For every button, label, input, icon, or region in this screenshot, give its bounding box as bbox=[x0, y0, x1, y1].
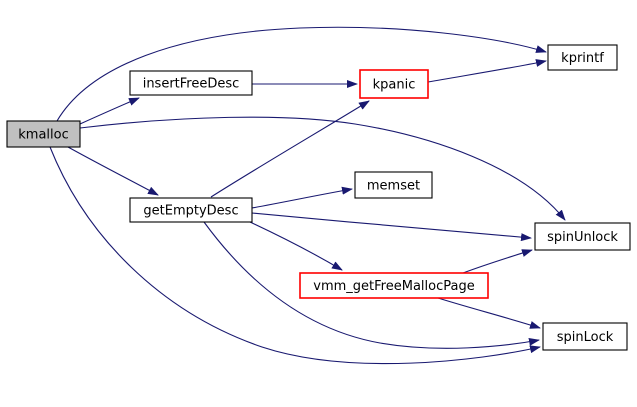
edge-getEmptyDesc-to-memset bbox=[251, 186, 353, 209]
node-kpanic[interactable]: kpanic bbox=[359, 69, 429, 99]
node-box-spinUnlock[interactable] bbox=[534, 222, 631, 251]
node-getEmptyDesc[interactable]: getEmptyDesc bbox=[129, 197, 253, 223]
edge-kmalloc-to-insertFreeDesc bbox=[79, 97, 140, 125]
edge-vmm_getFreeMallocPage-to-spinLock bbox=[437, 297, 541, 329]
edge-getEmptyDesc-to-spinUnlock bbox=[251, 212, 532, 242]
node-kmalloc[interactable]: kmalloc bbox=[6, 120, 81, 148]
edge-kpanic-to-kprintf bbox=[427, 59, 547, 83]
node-box-insertFreeDesc[interactable] bbox=[129, 70, 253, 96]
node-box-memset[interactable] bbox=[354, 171, 433, 199]
node-box-vmm_getFreeMallocPage[interactable] bbox=[299, 272, 489, 299]
edge-kmalloc-to-spinUnlock bbox=[79, 116, 566, 221]
node-box-kmalloc[interactable] bbox=[6, 120, 81, 148]
node-box-getEmptyDesc[interactable] bbox=[129, 197, 253, 223]
edge-kmalloc-to-kprintf bbox=[56, 26, 547, 122]
edge-getEmptyDesc-to-spinLock bbox=[203, 221, 540, 349]
node-vmm_getFreeMallocPage[interactable]: vmm_getFreeMallocPage bbox=[299, 272, 489, 299]
edge-getEmptyDesc-to-vmm_getFreeMallocPage bbox=[249, 221, 343, 271]
node-box-kpanic[interactable] bbox=[359, 69, 429, 99]
edge-getEmptyDesc-to-kpanic bbox=[210, 100, 370, 198]
node-spinUnlock[interactable]: spinUnlock bbox=[534, 222, 631, 251]
node-spinLock[interactable]: spinLock bbox=[542, 322, 628, 351]
node-box-kprintf[interactable] bbox=[547, 44, 618, 71]
edge-vmm_getFreeMallocPage-to-spinUnlock bbox=[462, 249, 533, 274]
node-box-spinLock[interactable] bbox=[542, 322, 628, 351]
edge-kmalloc-to-getEmptyDesc bbox=[67, 146, 159, 196]
edge-kmalloc-to-spinLock bbox=[49, 146, 541, 365]
node-insertFreeDesc[interactable]: insertFreeDesc bbox=[129, 70, 253, 96]
node-kprintf[interactable]: kprintf bbox=[547, 44, 618, 71]
node-memset[interactable]: memset bbox=[354, 171, 433, 199]
